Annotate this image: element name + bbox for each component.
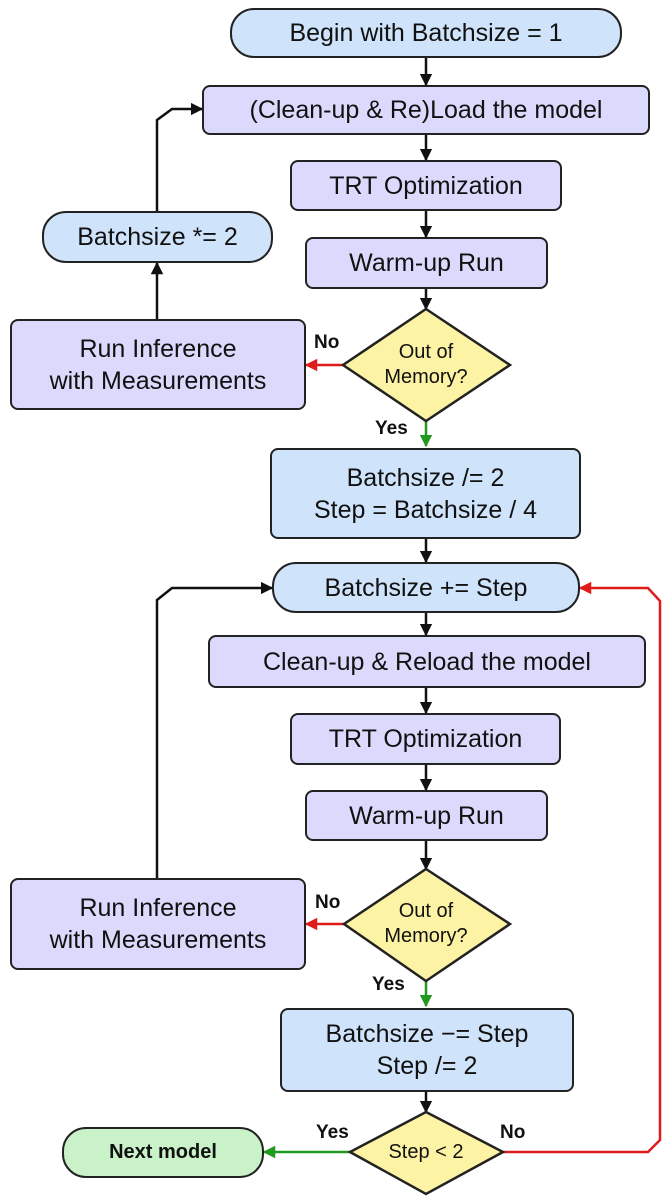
oom2-yes-label: Yes bbox=[372, 974, 405, 995]
trt-optimization-label-1: TRT Optimization bbox=[329, 171, 523, 200]
reload-model-node-2: Clean-up & Reload the model bbox=[208, 635, 646, 688]
oom1-line2: Memory? bbox=[384, 366, 468, 388]
warmup-run-label-2: Warm-up Run bbox=[349, 801, 504, 830]
warmup-run-node-1: Warm-up Run bbox=[305, 237, 548, 289]
batchsize-add-step-node: Batchsize += Step bbox=[272, 562, 580, 613]
batchsize-halve-node: Batchsize /= 2 Step = Batchsize / 4 bbox=[270, 448, 581, 539]
step-check-label: Step < 2 bbox=[388, 1140, 464, 1163]
batchsize-double-node: Batchsize *= 2 bbox=[42, 211, 273, 263]
oom2-diamond bbox=[341, 867, 513, 983]
batchsize-halve-line2: Step = Batchsize / 4 bbox=[313, 495, 538, 524]
edge-run2-add bbox=[155, 581, 274, 878]
step-yes-label: Yes bbox=[316, 1122, 349, 1143]
run-inference-line2-1: with Measurements bbox=[49, 366, 267, 395]
oom1-no-label: No bbox=[314, 332, 340, 353]
next-model-label: Next model bbox=[109, 1140, 217, 1163]
begin-label: Begin with Batchsize = 1 bbox=[289, 19, 563, 47]
batchsize-subtract-line2: Step /= 2 bbox=[376, 1052, 478, 1080]
step-check-text: Step < 2 bbox=[370, 1137, 482, 1167]
run-inference-node-1: Run Inference with Measurements bbox=[10, 319, 306, 410]
oom1-line1: Out of bbox=[398, 341, 454, 363]
batchsize-add-step-label: Batchsize += Step bbox=[324, 573, 528, 602]
oom1-yes-label: Yes bbox=[375, 418, 408, 439]
warmup-run-node-2: Warm-up Run bbox=[305, 790, 548, 841]
batchsize-subtract-node: Batchsize −= Step Step /= 2 bbox=[280, 1008, 574, 1092]
edge-step-no bbox=[503, 581, 662, 1154]
run-inference-line1-2: Run Inference bbox=[79, 894, 237, 922]
next-model-node: Next model bbox=[62, 1127, 264, 1178]
load-model-node-1: (Clean-up & Re)Load the model bbox=[202, 85, 650, 135]
load-model-label-1: (Clean-up & Re)Load the model bbox=[249, 96, 603, 124]
edge-batchmul-load1 bbox=[155, 102, 204, 211]
trt-optimization-label-2: TRT Optimization bbox=[328, 725, 523, 753]
batchsize-double-label: Batchsize *= 2 bbox=[77, 223, 238, 251]
oom2-line1: Out of bbox=[398, 900, 454, 922]
run-inference-line2-2: with Measurements bbox=[49, 926, 267, 954]
oom2-text: Out of Memory? bbox=[363, 894, 489, 954]
run-inference-node-2: Run Inference with Measurements bbox=[10, 878, 306, 970]
batchsize-subtract-line1: Batchsize −= Step bbox=[325, 1020, 529, 1048]
oom1-diamond bbox=[340, 307, 513, 423]
warmup-run-label-1: Warm-up Run bbox=[349, 249, 504, 277]
step-no-label: No bbox=[500, 1122, 526, 1143]
trt-optimization-node-2: TRT Optimization bbox=[290, 713, 561, 765]
oom1-text: Out of Memory? bbox=[363, 335, 489, 395]
begin-node: Begin with Batchsize = 1 bbox=[230, 8, 622, 58]
oom2-line2: Memory? bbox=[384, 925, 468, 947]
reload-model-label-2: Clean-up & Reload the model bbox=[263, 647, 591, 676]
oom2-no-label: No bbox=[315, 892, 341, 913]
trt-optimization-node-1: TRT Optimization bbox=[290, 160, 562, 211]
batchsize-halve-line1: Batchsize /= 2 bbox=[346, 463, 505, 492]
step-diamond bbox=[347, 1110, 506, 1196]
run-inference-line1-1: Run Inference bbox=[79, 334, 237, 363]
